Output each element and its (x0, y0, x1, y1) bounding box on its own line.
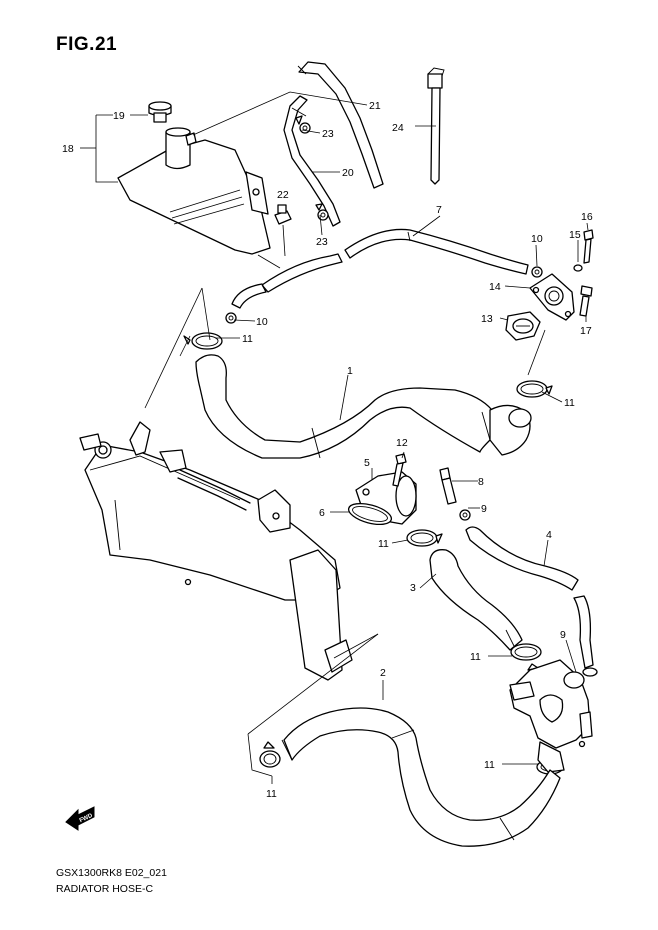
fwd-label: FWD (79, 813, 95, 825)
figure-title: FIG.21 (56, 34, 118, 55)
callout-2: 2 (380, 667, 386, 679)
diagram-code: GSX1300RK8 E02_021 (56, 867, 167, 879)
callout-16: 16 (581, 211, 593, 223)
callout-10-left: 10 (256, 316, 268, 328)
thermostat (505, 311, 541, 341)
tank-bolt (274, 204, 292, 225)
diagram-name: RADIATOR HOSE-C (56, 883, 154, 895)
radiator-outlet-hose (429, 549, 523, 651)
breather-hose (231, 228, 529, 309)
callout-1: 1 (347, 365, 353, 377)
callout-11-b: 11 (564, 397, 575, 409)
bolt-17 (579, 285, 593, 317)
callout-7: 7 (436, 204, 442, 216)
callout-8: 8 (478, 476, 484, 488)
radiator-inlet-hose (195, 354, 532, 459)
callout-3: 3 (410, 582, 416, 594)
o-ring-6 (347, 502, 393, 526)
hose-clamp-10-right (531, 266, 543, 278)
hose-fitting (439, 467, 457, 505)
cable-tie (427, 67, 445, 185)
callout-23-lower: 23 (316, 236, 328, 248)
callout-11-c: 11 (378, 538, 389, 550)
callout-9-lower: 9 (560, 629, 566, 641)
callout-21: 21 (369, 100, 381, 112)
hose-clamp-9-upper (459, 509, 471, 521)
callout-23-upper: 23 (322, 128, 334, 140)
callout-24: 24 (392, 122, 404, 134)
bolt-16 (583, 229, 594, 264)
reservoir-hose (283, 95, 341, 227)
hose-clamp-11-e (259, 741, 281, 768)
hose-clamp-11-d (510, 643, 542, 671)
hose-clamp-11-b (516, 380, 553, 398)
callout-12: 12 (396, 437, 408, 449)
callout-11-f: 11 (484, 759, 495, 771)
hose-clamp-11-c (406, 529, 443, 547)
callout-4: 4 (546, 529, 552, 541)
callout-10-right: 10 (531, 233, 543, 245)
callout-18: 18 (62, 143, 74, 155)
callout-11-e: 11 (266, 788, 277, 800)
callout-6: 6 (319, 507, 325, 519)
water-pump (509, 659, 593, 773)
hose-clamp-11-a (183, 332, 223, 350)
callout-15: 15 (569, 229, 581, 241)
forward-arrow-icon: FWD (65, 806, 95, 831)
o-ring-15 (573, 264, 583, 272)
reservoir-tank (117, 127, 271, 255)
callout-9-upper: 9 (481, 503, 487, 515)
hose-clamp-10-left (225, 312, 237, 324)
overflow-hose (297, 61, 384, 189)
hose-clamp-9-lower (582, 667, 598, 677)
callout-17: 17 (580, 325, 592, 337)
callout-20: 20 (342, 167, 354, 179)
hose-clamp-upper (295, 115, 311, 134)
callout-22: 22 (277, 189, 289, 201)
callout-19: 19 (113, 110, 125, 122)
water-pump-bypass-hose (465, 526, 594, 669)
callout-5: 5 (364, 457, 370, 469)
callout-11-d: 11 (470, 651, 481, 663)
bolt-12 (392, 453, 407, 487)
thermostat-cover (529, 273, 575, 321)
radiator (79, 421, 353, 681)
callout-14: 14 (489, 281, 501, 293)
callout-13: 13 (481, 313, 493, 325)
callout-11-a: 11 (242, 333, 253, 345)
reservoir-cap (148, 101, 172, 123)
water-pump-inlet-hose (281, 707, 561, 847)
